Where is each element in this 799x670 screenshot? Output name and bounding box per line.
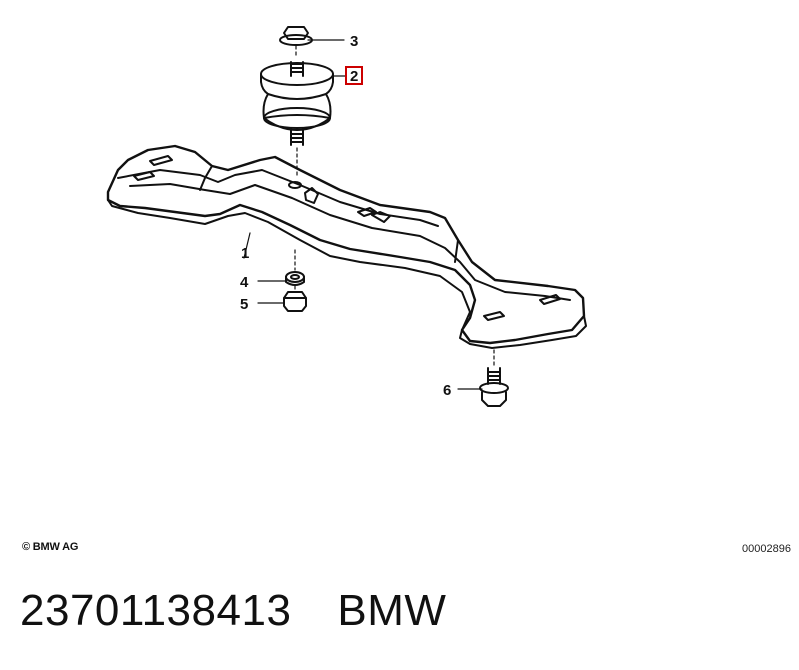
washer: [285, 249, 305, 286]
copyright-notice: © BMW AG: [22, 541, 79, 553]
caption: 23701138413 BMW: [20, 586, 492, 636]
callout-6: 6: [443, 382, 451, 399]
hex-bolt: [479, 349, 509, 407]
callout-5: 5: [240, 296, 248, 313]
callout-2: 2: [350, 68, 358, 85]
crossmember-bracket: [106, 144, 587, 349]
flange-nut: [279, 26, 313, 57]
callout-2-highlight-box: [345, 66, 363, 85]
hex-nut: [283, 285, 307, 312]
callout-1: 1: [241, 245, 249, 262]
rubber-mount: [260, 61, 334, 179]
callout-3: 3: [350, 33, 358, 50]
callout-labels: 1 2 3 4 5 6: [240, 33, 451, 399]
callout-4: 4: [240, 274, 249, 291]
brand-name: BMW: [337, 586, 447, 635]
part-number: 23701138413: [20, 586, 292, 635]
leader-lines: [243, 39, 483, 390]
diagram-number: 00002896: [742, 543, 791, 555]
